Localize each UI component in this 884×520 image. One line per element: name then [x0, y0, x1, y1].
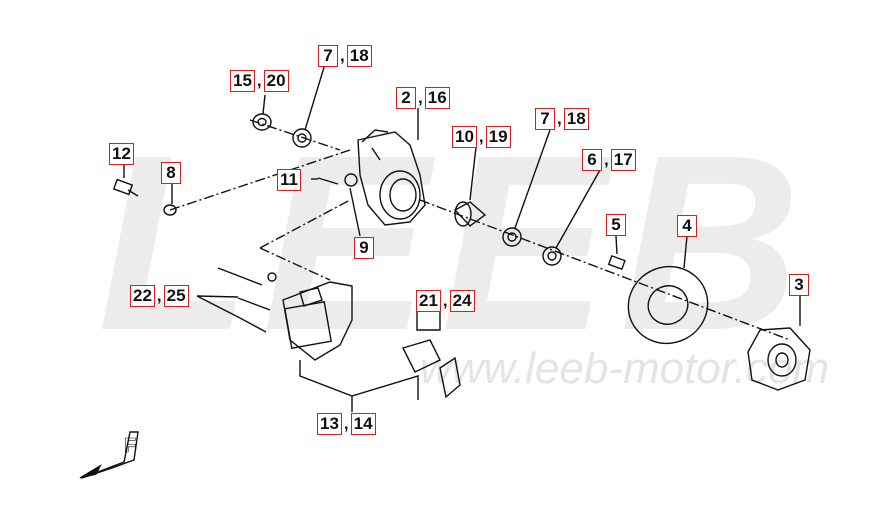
- part-number: 2: [396, 87, 416, 109]
- axis-line-hub: [419, 199, 791, 341]
- nut-11: [317, 173, 358, 187]
- part-number: 6: [582, 149, 602, 171]
- callout-13-14: 13, 14: [317, 413, 376, 435]
- wheel-hub-3: [747, 327, 811, 391]
- callout-15-20: 15, 20: [230, 70, 289, 92]
- callout-12: 12: [109, 143, 134, 165]
- part-number: 21: [416, 290, 441, 312]
- part-number: 13: [317, 413, 342, 435]
- watermark-url: www.leeb-motor.com: [420, 344, 830, 393]
- part-number: 25: [163, 285, 189, 307]
- part-number: 19: [485, 126, 511, 148]
- part-number: 18: [563, 108, 589, 130]
- part-number: 16: [424, 87, 450, 109]
- brake-caliper-13-14: [282, 281, 353, 361]
- bearing-7-18-lower: [502, 227, 522, 247]
- axis-line: [169, 119, 351, 211]
- callout-4: 4: [677, 215, 697, 237]
- part-number: 12: [109, 143, 134, 165]
- part-number: 10: [452, 126, 477, 148]
- bolt-5: [607, 254, 626, 270]
- callout-8: 8: [161, 162, 181, 184]
- callout-11: 11: [277, 169, 301, 191]
- seal-6-17: [542, 246, 562, 266]
- part-number: 20: [263, 70, 289, 92]
- front-direction-arrow-icon: F: [79, 431, 139, 479]
- part-number: 17: [610, 149, 636, 171]
- callout-3: 3: [789, 274, 809, 296]
- callout-7-18-lower: 7, 18: [535, 108, 589, 130]
- svg-text:F: F: [124, 435, 136, 457]
- callout-6-17: 6, 17: [582, 149, 636, 171]
- steering-knuckle-2-16: [357, 129, 426, 226]
- callout-22-25: 22, 25: [130, 285, 189, 307]
- part-number: 5: [606, 214, 626, 236]
- part-number: 14: [350, 413, 376, 435]
- bearing-10-19: [453, 201, 487, 227]
- bolt-12: [112, 178, 139, 197]
- part-number: 24: [449, 290, 475, 312]
- part-number: 9: [354, 237, 374, 259]
- washer-8: [163, 204, 177, 216]
- part-number: 18: [346, 45, 372, 67]
- part-number: 7: [318, 45, 338, 67]
- seal-15-20: [252, 113, 272, 131]
- callout-7-18-upper: 7, 18: [318, 45, 372, 67]
- part-number: 3: [789, 274, 809, 296]
- leader-lines: [123, 63, 801, 412]
- part-number: 15: [230, 70, 255, 92]
- callout-2-16: 2, 16: [396, 87, 450, 109]
- brake-pipe-22-25: [217, 267, 277, 333]
- part-number: 22: [130, 285, 155, 307]
- watermark-brand: LEEB: [97, 103, 813, 382]
- bearing-7-18-upper: [292, 128, 312, 148]
- callout-9: 9: [354, 237, 374, 259]
- part-number: 11: [277, 169, 301, 191]
- part-number: 8: [161, 162, 181, 184]
- part-number: 7: [535, 108, 555, 130]
- brake-pads-21-24: [402, 339, 461, 399]
- brake-disc-4: [627, 265, 709, 345]
- callout-10-19: 10, 19: [452, 126, 511, 148]
- part-number: 4: [677, 215, 697, 237]
- axis-line-caliper: [259, 199, 351, 281]
- callout-21-24: 21, 24: [416, 290, 475, 312]
- callout-5: 5: [606, 214, 626, 236]
